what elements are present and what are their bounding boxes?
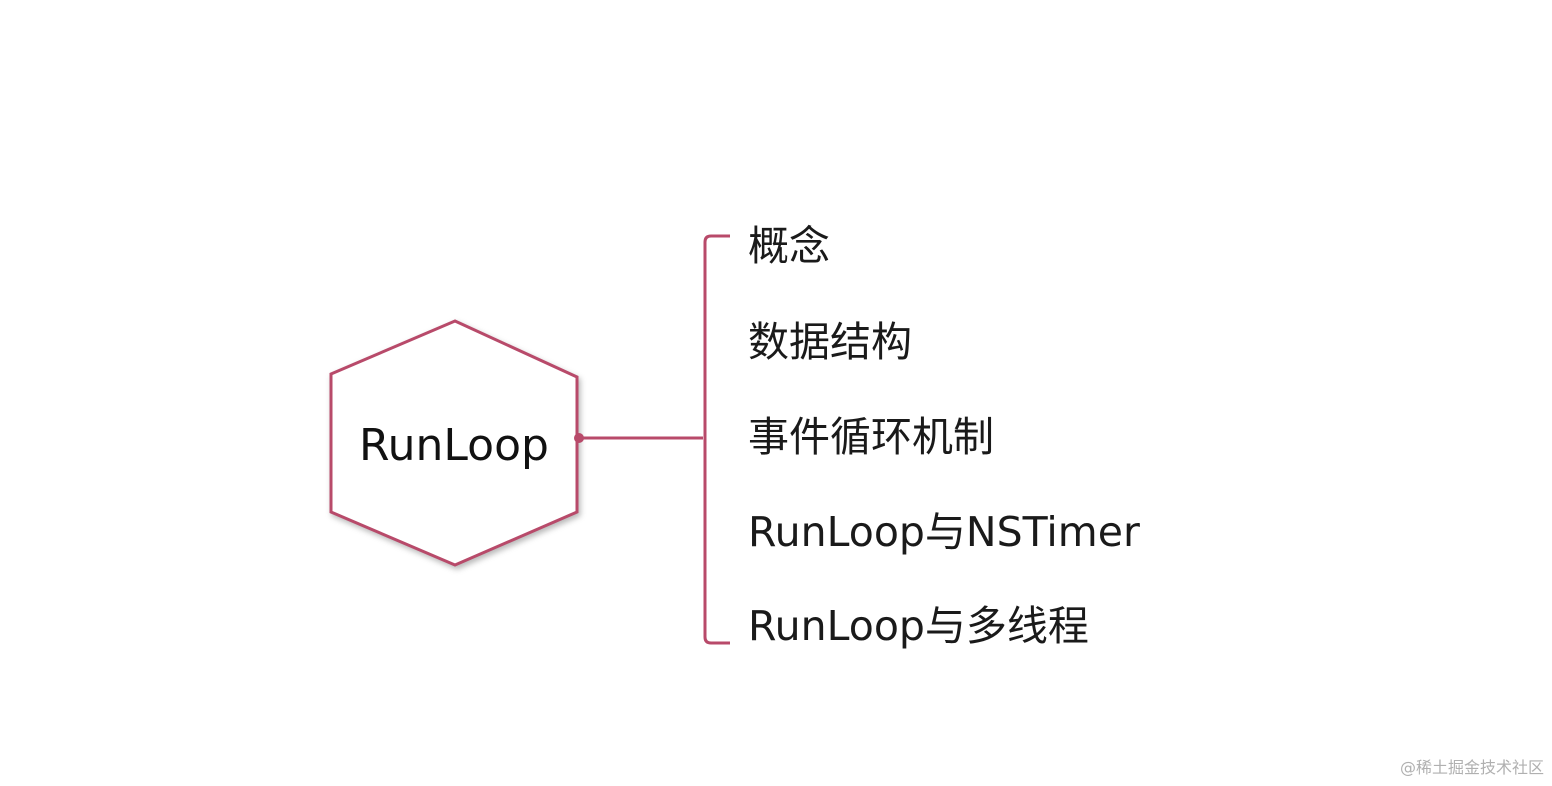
branch-multithreading: RunLoop与多线程 <box>748 602 1089 650</box>
center-hexagon-group <box>329 319 579 567</box>
branch-concept: 概念 <box>748 222 830 270</box>
branch-data-structure: 数据结构 <box>748 318 912 366</box>
branch-bracket <box>703 234 730 645</box>
center-node-label: RunLoop <box>359 419 549 471</box>
branch-nstimer: RunLoop与NSTimer <box>748 508 1140 556</box>
branch-event-loop: 事件循环机制 <box>748 413 994 461</box>
watermark: @稀土掘金技术社区 <box>1399 758 1544 777</box>
center-hexagon <box>329 319 579 567</box>
